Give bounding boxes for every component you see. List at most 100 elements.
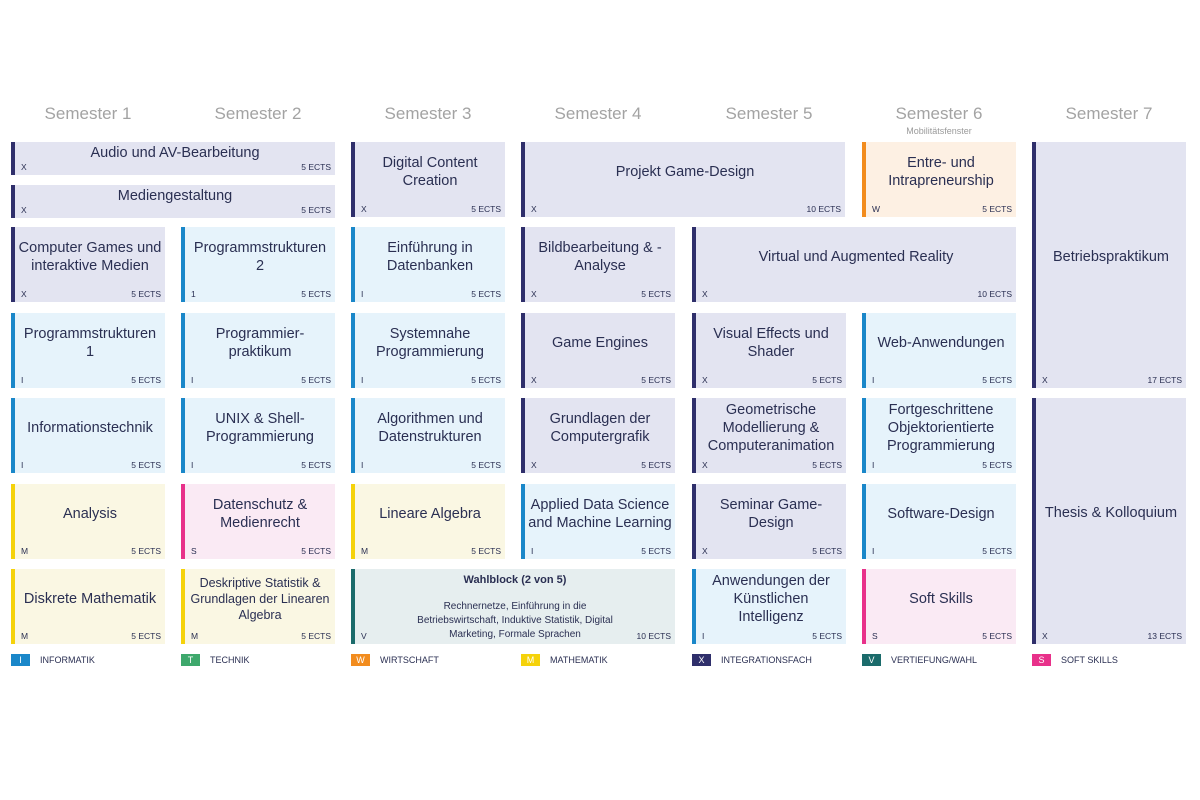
module-category-code: X xyxy=(21,162,27,172)
legend-swatch: S xyxy=(1032,654,1051,666)
module-category-code: 1 xyxy=(191,289,196,299)
legend-label: SOFT SKILLS xyxy=(1061,655,1118,665)
module-category-code: X xyxy=(531,375,537,385)
legend-swatch: I xyxy=(11,654,30,666)
semester-header: Semester 6 xyxy=(895,104,983,123)
module-title: Visual Effects und Shader xyxy=(713,325,829,360)
module-category-code: I xyxy=(361,375,364,385)
module-title: Programmstrukturen 2 xyxy=(193,239,327,274)
module-category-code: X xyxy=(531,289,537,299)
semester-header: Semester 3 xyxy=(384,104,472,123)
module-ects: 5 ECTS xyxy=(301,631,331,641)
module-ects: 5 ECTS xyxy=(982,204,1012,214)
module-box[interactable]: Applied Data Science and Machine Learnin… xyxy=(521,484,675,559)
module-ects: 5 ECTS xyxy=(641,289,671,299)
module-title: Thesis & Kolloquium xyxy=(1044,505,1178,521)
module-box[interactable]: Wahlblock (2 von 5)Rechnernetze, Einführ… xyxy=(351,569,675,644)
module-ects: 5 ECTS xyxy=(131,289,161,299)
module-category-code: M xyxy=(21,546,29,556)
module-ects: 5 ECTS xyxy=(982,546,1012,556)
legend-swatch: T xyxy=(181,654,200,666)
module-ects: 10 ECTS xyxy=(636,631,672,641)
module-title: Anwendungen der Künstlichen Intelligenz xyxy=(712,572,830,625)
module-ects: 5 ECTS xyxy=(812,375,842,385)
module-category-code: M xyxy=(361,546,369,556)
module-category-code: M xyxy=(21,631,29,641)
module-category-code: X xyxy=(702,460,708,470)
module-title: Programmier-praktikum xyxy=(215,325,305,360)
module-title: Systemnahe Programmierung xyxy=(376,325,484,360)
module-category-code: X xyxy=(21,289,27,299)
module-box[interactable]: Deskriptive Statistik & Grundlagen der L… xyxy=(181,569,335,644)
module-category-code: I xyxy=(361,289,364,299)
module-ects: 5 ECTS xyxy=(131,375,161,385)
module-ects: 5 ECTS xyxy=(301,162,331,172)
module-title: Software-Design xyxy=(887,505,995,522)
module-title: Algorithmen und Datenstrukturen xyxy=(377,410,483,445)
module-title: Soft Skills xyxy=(909,590,973,607)
module-ects: 5 ECTS xyxy=(471,204,501,214)
legend-label: TECHNIK xyxy=(210,655,250,665)
legend-label: WIRTSCHAFT xyxy=(380,655,439,665)
module-title: UNIX & Shell-Programmierung xyxy=(206,410,314,445)
module-box[interactable]: Fortgeschrittene Objektorientierte Progr… xyxy=(862,398,1016,473)
module-title: Grundlagen der Computergrafik xyxy=(549,410,651,445)
module-category-code: S xyxy=(191,546,197,556)
module-category-code: I xyxy=(872,546,875,556)
module-ects: 5 ECTS xyxy=(301,289,331,299)
module-category-code: S xyxy=(872,631,878,641)
module-category-code: X xyxy=(531,204,537,214)
module-ects: 5 ECTS xyxy=(982,375,1012,385)
module-title: Einführung in Datenbanken xyxy=(386,239,474,274)
module-category-code: X xyxy=(702,546,708,556)
module-ects: 5 ECTS xyxy=(301,375,331,385)
module-ects: 10 ECTS xyxy=(977,289,1013,299)
module-title: Audio und AV-Bearbeitung xyxy=(90,144,260,161)
legend-label: INTEGRATIONSFACH xyxy=(721,655,812,665)
module-ects: 5 ECTS xyxy=(982,460,1012,470)
module-title: Deskriptive Statistik & Grundlagen der L… xyxy=(190,575,330,622)
module-box[interactable]: Geometrische Modellierung & Computeranim… xyxy=(692,398,846,473)
module-title: Lineare Algebra xyxy=(379,505,481,522)
module-title: Wahlblock (2 von 5) xyxy=(463,574,567,586)
module-title: Fortgeschrittene Objektorientierte Progr… xyxy=(887,401,995,454)
legend-swatch: X xyxy=(692,654,711,666)
legend-swatch: W xyxy=(351,654,370,666)
module-title: Game Engines xyxy=(552,334,648,351)
module-ects: 17 ECTS xyxy=(1147,375,1183,385)
module-category-code: I xyxy=(361,460,364,470)
module-box[interactable]: Programmstrukturen 2 1 5 ECTS xyxy=(181,227,335,302)
module-category-code: I xyxy=(872,460,875,470)
module-category-code: M xyxy=(191,631,199,641)
